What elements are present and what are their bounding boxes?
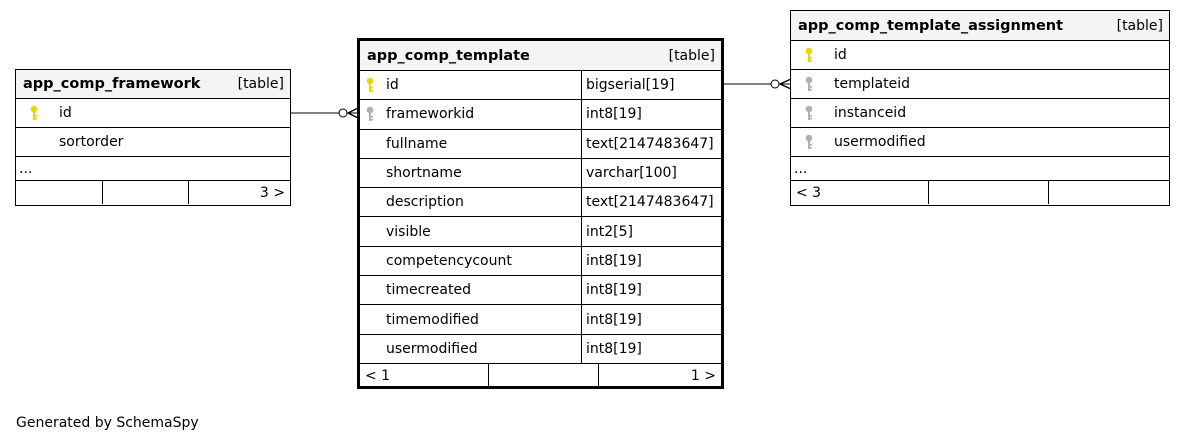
schemaspy-credit: Generated by SchemaSpy [16,415,199,431]
no-key [360,305,380,333]
column-row-fullname[interactable]: fullname text[2147483647] [360,129,721,159]
no-key [360,276,380,304]
table-header[interactable]: app_comp_template [table] [360,41,721,71]
column-row-usermodified[interactable]: usermodified int8[19] [360,334,721,364]
column-row-usermodified[interactable]: usermodified [791,128,1169,157]
column-name: usermodified [834,134,926,150]
footer-spacer [488,363,598,388]
table-kind: [table] [237,76,284,92]
column-name: timecreated [386,282,471,299]
table-footer: < 1 1 > [360,363,721,388]
column-row-id[interactable]: id bigserial[19] [360,71,721,101]
primary-key-icon [791,41,827,69]
column-type: int2[5] [586,223,633,240]
table-footer: < 3 [791,181,1169,204]
no-key [360,247,380,275]
column-type: varchar[100] [586,165,677,182]
footer-children-count[interactable]: 3 > [188,181,290,204]
primary-key-icon [16,99,52,127]
column-row-id[interactable]: id [16,99,290,128]
table-header[interactable]: app_comp_template_assignment [table] [791,11,1169,41]
footer-children-count [1048,181,1169,204]
column-name: instanceid [834,105,907,121]
column-name: shortname [386,165,462,182]
column-name: usermodified [386,340,478,357]
no-key [16,128,52,156]
column-type: int8[19] [586,106,642,123]
column-list: id bigserial[19] frameworkid int8[19] fullna… [360,71,721,364]
column-name: id [386,77,399,94]
foreign-key-icon [791,128,827,156]
column-row-templateid[interactable]: templateid [791,70,1169,99]
column-type: int8[19] [586,282,642,299]
column-row-id[interactable]: id [791,41,1169,70]
foreign-key-icon [791,99,827,127]
column-row-frameworkid[interactable]: frameworkid int8[19] [360,100,721,130]
table-kind: [table] [668,47,715,64]
column-type: int8[19] [586,311,642,328]
column-row-sortorder[interactable]: sortorder [16,128,290,157]
column-type: int8[19] [586,340,642,357]
no-key [360,335,380,363]
column-name: id [834,47,847,63]
column-name: sortorder [59,134,124,150]
column-type: int8[19] [586,252,642,269]
table-name: app_comp_template [367,47,530,64]
column-row-competencycount[interactable]: competencycount int8[19] [360,246,721,277]
more-columns-ellipsis: ... [16,157,290,181]
column-row-instanceid[interactable]: instanceid [791,99,1169,128]
footer-spacer [928,181,1048,204]
footer-parents-count[interactable]: < 1 [365,367,391,384]
table-kind: [table] [1116,17,1163,34]
column-name: templateid [834,76,910,92]
footer-parents-count[interactable]: < 3 [796,184,822,201]
footer-spacer [102,181,188,204]
table-app-comp-template-assignment[interactable]: app_comp_template_assignment [table] id t… [790,10,1170,206]
no-key [360,217,380,245]
no-key [360,159,380,187]
column-name: competencycount [386,252,512,269]
column-name: timemodified [386,311,479,328]
column-type: text[2147483647] [586,194,714,211]
no-key [360,188,380,216]
footer-parents-count [16,181,102,204]
column-row-timemodified[interactable]: timemodified int8[19] [360,305,721,335]
table-name: app_comp_framework [23,76,201,92]
column-name: fullname [386,135,448,152]
table-name: app_comp_template_assignment [798,17,1064,34]
table-app-comp-framework[interactable]: app_comp_framework [table] id sortorder .… [15,69,291,206]
column-type: text[2147483647] [586,135,714,152]
more-columns-ellipsis: ... [791,157,1169,181]
column-row-shortname[interactable]: shortname varchar[100] [360,158,721,189]
relation-template-assignment [723,78,792,90]
column-type: bigserial[19] [586,77,675,94]
table-app-comp-template[interactable]: app_comp_template [table] id bigserial[19… [357,38,724,389]
table-header[interactable]: app_comp_framework [table] [16,70,290,99]
relation-framework-template [291,107,359,119]
column-row-visible[interactable]: visible int2[5] [360,217,721,247]
column-list: id templateid instanceid usermodified [791,41,1169,157]
column-name: description [386,194,464,211]
foreign-key-icon [360,100,380,128]
column-name: id [59,105,72,121]
column-row-timecreated[interactable]: timecreated int8[19] [360,276,721,306]
no-key [360,130,380,158]
primary-key-icon [360,71,380,99]
column-name: visible [386,223,431,240]
column-name: frameworkid [386,106,475,123]
footer-children-count[interactable]: 1 > [598,363,721,388]
column-list: id sortorder [16,99,290,157]
column-row-description[interactable]: description text[2147483647] [360,188,721,218]
table-footer: 3 > [16,181,290,204]
foreign-key-icon [791,70,827,98]
